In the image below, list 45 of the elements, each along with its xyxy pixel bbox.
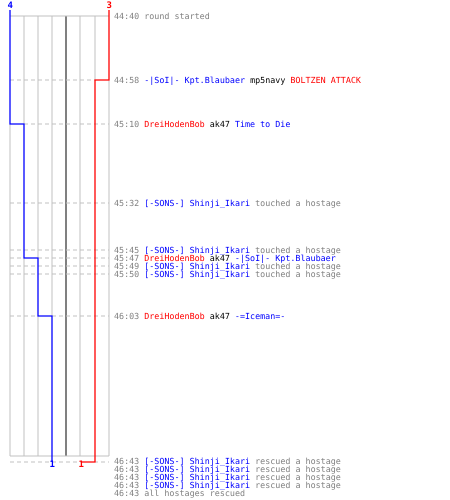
weapon-name: ak47 <box>210 253 230 263</box>
event-text: rescued a hostage <box>255 480 341 490</box>
player-name: -=Iceman=- <box>234 311 286 321</box>
event-text: round started <box>144 11 210 21</box>
timestamp: 46:03 <box>114 311 140 321</box>
player-name: Time to Die <box>234 119 290 129</box>
player-name: [-SONS-] Shinji_Ikari <box>144 464 250 474</box>
timestamp: 44:58 <box>114 75 140 85</box>
event-text: touched a hostage <box>255 261 341 271</box>
timestamp: 45:47 <box>114 253 140 263</box>
timestamp: 45:45 <box>114 245 140 255</box>
event-text: touched a hostage <box>255 245 341 255</box>
player-name: [-SONS-] Shinji_Ikari <box>144 198 250 208</box>
player-name: DreiHodenBob <box>144 119 205 129</box>
player-name: DreiHodenBob <box>144 253 205 263</box>
player-name: DreiHodenBob <box>144 311 205 321</box>
player-name: -|SoI|- Kpt.Blaubaer <box>234 253 336 263</box>
team-count: 3 <box>106 2 112 11</box>
player-name: [-SONS-] Shinji_Ikari <box>144 472 250 482</box>
weapon-name: ak47 <box>210 119 230 129</box>
timestamp: 44:40 <box>114 11 140 21</box>
event-text: touched a hostage <box>255 269 341 279</box>
player-name: [-SONS-] Shinji_Ikari <box>144 480 250 490</box>
weapon-name: mp5navy <box>250 75 286 85</box>
player-name: BOLTZEN ATTACK <box>290 75 361 85</box>
event-text: rescued a hostage <box>255 472 341 482</box>
timestamp: 46:43 <box>114 464 140 474</box>
player-name: [-SONS-] Shinji_Ikari <box>144 245 250 255</box>
timestamp: 45:49 <box>114 261 140 271</box>
timestamp: 46:43 <box>114 472 140 482</box>
player-name: [-SONS-] Shinji_Ikari <box>144 269 250 279</box>
timestamp: 46:43 <box>114 456 140 466</box>
timestamp: 45:10 <box>114 119 140 129</box>
team-count: 4 <box>8 2 13 11</box>
weapon-name: ak47 <box>210 311 230 321</box>
timestamp: 46:43 <box>114 488 140 498</box>
player-name: [-SONS-] Shinji_Ikari <box>144 456 250 466</box>
event-text: rescued a hostage <box>255 464 341 474</box>
event-text: rescued a hostage <box>255 456 341 466</box>
timestamp: 45:50 <box>114 269 140 279</box>
player-name: [-SONS-] Shinji_Ikari <box>144 261 250 271</box>
event-text: touched a hostage <box>255 198 341 208</box>
timestamp: 45:32 <box>114 198 140 208</box>
player-name: -|SoI|- Kpt.Blaubaer <box>144 75 246 85</box>
timestamp: 46:43 <box>114 480 140 490</box>
